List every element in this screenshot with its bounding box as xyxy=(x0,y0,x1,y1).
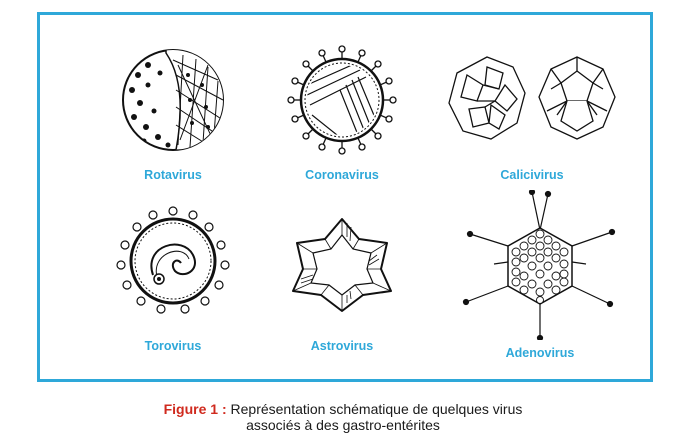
caption-line-2: associés à des gastro-entérites xyxy=(0,417,686,433)
caption-text-1: Représentation schématique de quelques v… xyxy=(231,401,523,417)
adenovirus-cell: Adenovirus xyxy=(440,190,640,340)
virus-label-calicivirus: Calicivirus xyxy=(432,168,632,182)
rotavirus-icon xyxy=(118,45,228,155)
coronavirus-cell: Coronavirus xyxy=(242,45,442,155)
coronavirus-icon xyxy=(282,45,402,155)
figure-caption: Figure 1 : Représentation schématique de… xyxy=(0,401,686,433)
astrovirus-cell: Astrovirus xyxy=(242,215,442,315)
astrovirus-icon xyxy=(287,215,397,315)
virus-label-adenovirus: Adenovirus xyxy=(440,346,640,360)
figure-frame: Rotavirus xyxy=(37,12,653,382)
adenovirus-icon xyxy=(460,190,620,340)
calicivirus-icon xyxy=(437,45,627,155)
torovirus-icon xyxy=(113,205,233,315)
caption-line-1: Figure 1 : Représentation schématique de… xyxy=(0,401,686,417)
calicivirus-cell: Calicivirus xyxy=(432,45,632,155)
virus-label-coronavirus: Coronavirus xyxy=(242,168,442,182)
virus-label-astrovirus: Astrovirus xyxy=(242,339,442,353)
figure-label: Figure 1 : xyxy=(164,401,227,417)
